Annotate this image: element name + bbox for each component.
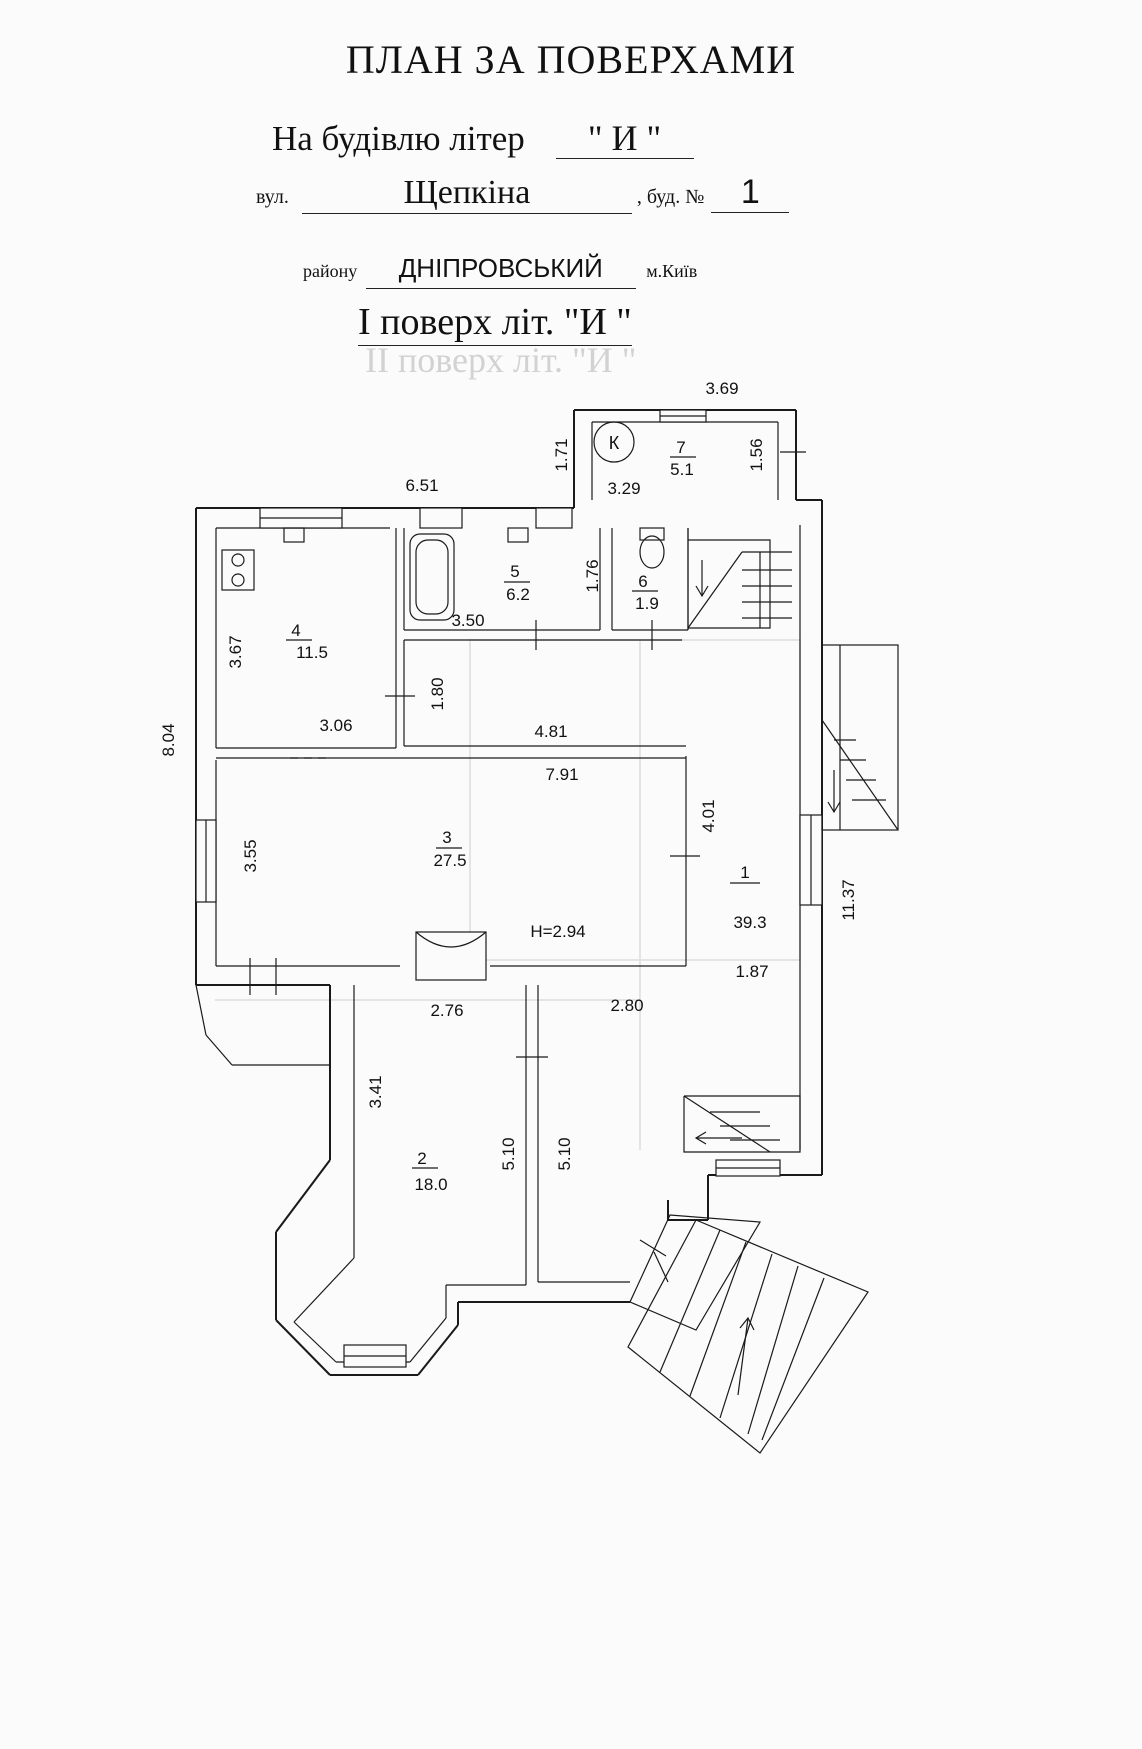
boiler-k-icon: К bbox=[593, 421, 635, 463]
room-7-number: 7 bbox=[676, 438, 685, 457]
street-prefix: вул. bbox=[256, 186, 289, 208]
dim-3-69: 3.69 bbox=[705, 379, 738, 398]
dimension-labels: 3.69 1.71 1.56 3.29 6.51 1.76 3.50 3.67 … bbox=[159, 379, 858, 1171]
dim-5-10-right: 5.10 bbox=[555, 1137, 574, 1170]
room-5-number: 5 bbox=[510, 562, 519, 581]
dim-5-10-left: 5.10 bbox=[499, 1137, 518, 1170]
building-line: На будівлю літер " И " bbox=[272, 118, 694, 159]
windows bbox=[195, 409, 823, 1368]
dim-1-80: 1.80 bbox=[428, 677, 447, 710]
room-3-area: 27.5 bbox=[433, 851, 466, 870]
dim-8-04: 8.04 bbox=[159, 723, 178, 756]
dim-1-71: 1.71 bbox=[552, 438, 571, 471]
room-labels: 1 39.3 2 18.0 3 27.5 H=2.94 4 11.5 5 6.2… bbox=[286, 438, 767, 1194]
fireplace bbox=[415, 931, 487, 981]
dim-1-56: 1.56 bbox=[747, 438, 766, 471]
district-prefix: району bbox=[303, 261, 358, 281]
room-3-height: H=2.94 bbox=[530, 922, 585, 941]
house-prefix: , буд. № bbox=[636, 186, 705, 208]
dim-3-55: 3.55 bbox=[241, 839, 260, 872]
room-7-area: 5.1 bbox=[670, 460, 694, 479]
bleed-through-lines bbox=[215, 639, 801, 1150]
dim-7-91: 7.91 bbox=[545, 765, 578, 784]
room-1-area: 39.3 bbox=[733, 913, 766, 932]
stair-side-exterior bbox=[821, 644, 899, 831]
district-field: ДНІПРОВСЬКИЙ bbox=[365, 248, 636, 289]
room-2-number: 2 bbox=[417, 1149, 426, 1168]
address-line: вул. Щепкіна , буд. № 1 bbox=[256, 172, 790, 214]
bathtub-icon bbox=[409, 533, 455, 621]
room-2-area: 18.0 bbox=[414, 1175, 447, 1194]
dim-4-01: 4.01 bbox=[699, 799, 718, 832]
stair-entrance-exterior bbox=[627, 1214, 869, 1454]
district-line: району ДНІПРОВСЬКИЙ м.Київ bbox=[303, 248, 697, 289]
city-label: м.Київ bbox=[646, 261, 698, 281]
building-prefix: На будівлю літер bbox=[272, 119, 525, 158]
dim-1-76: 1.76 bbox=[583, 559, 602, 592]
interior-wall-faces bbox=[195, 421, 801, 1363]
room-3-number: 3 bbox=[442, 828, 451, 847]
door-marks bbox=[249, 451, 806, 1058]
room-5-area: 6.2 bbox=[506, 585, 530, 604]
dim-2-80: 2.80 bbox=[610, 996, 643, 1015]
dim-3-06: 3.06 bbox=[319, 716, 352, 735]
stair-lower bbox=[683, 1095, 801, 1153]
street-field: Щепкіна bbox=[301, 173, 632, 214]
dim-3-67: 3.67 bbox=[226, 635, 245, 668]
exterior-walls bbox=[195, 409, 823, 1376]
svg-text:К: К bbox=[609, 433, 620, 453]
bleed-through-text: ІІ поверх літ. "И " bbox=[365, 340, 636, 380]
dim-2-76: 2.76 bbox=[430, 1001, 463, 1020]
toilet-icon bbox=[639, 527, 665, 569]
dim-3-50: 3.50 bbox=[451, 611, 484, 630]
dim-3-29: 3.29 bbox=[607, 479, 640, 498]
room-4-area: 11.5 bbox=[296, 643, 328, 662]
dim-4-81: 4.81 bbox=[534, 722, 567, 741]
dim-1-87: 1.87 bbox=[735, 962, 768, 981]
floor-title: І поверх літ. "И " bbox=[358, 300, 632, 346]
page-title: ПЛАН ЗА ПОВЕРХАМИ bbox=[345, 37, 797, 82]
dim-11-37: 11.37 bbox=[839, 879, 858, 920]
room-4-number: 4 bbox=[291, 621, 300, 640]
room-6-area: 1.9 bbox=[635, 594, 659, 613]
building-letter-field: " И " bbox=[555, 118, 694, 159]
room-6-number: 6 bbox=[638, 572, 647, 591]
stair-internal bbox=[687, 528, 792, 630]
dim-3-41: 3.41 bbox=[366, 1075, 385, 1108]
dim-6-51: 6.51 bbox=[405, 476, 438, 495]
stove-icon bbox=[221, 549, 255, 591]
room-1-number: 1 bbox=[740, 863, 749, 882]
sink-icon bbox=[283, 527, 529, 543]
house-number-field: 1 bbox=[711, 172, 790, 213]
